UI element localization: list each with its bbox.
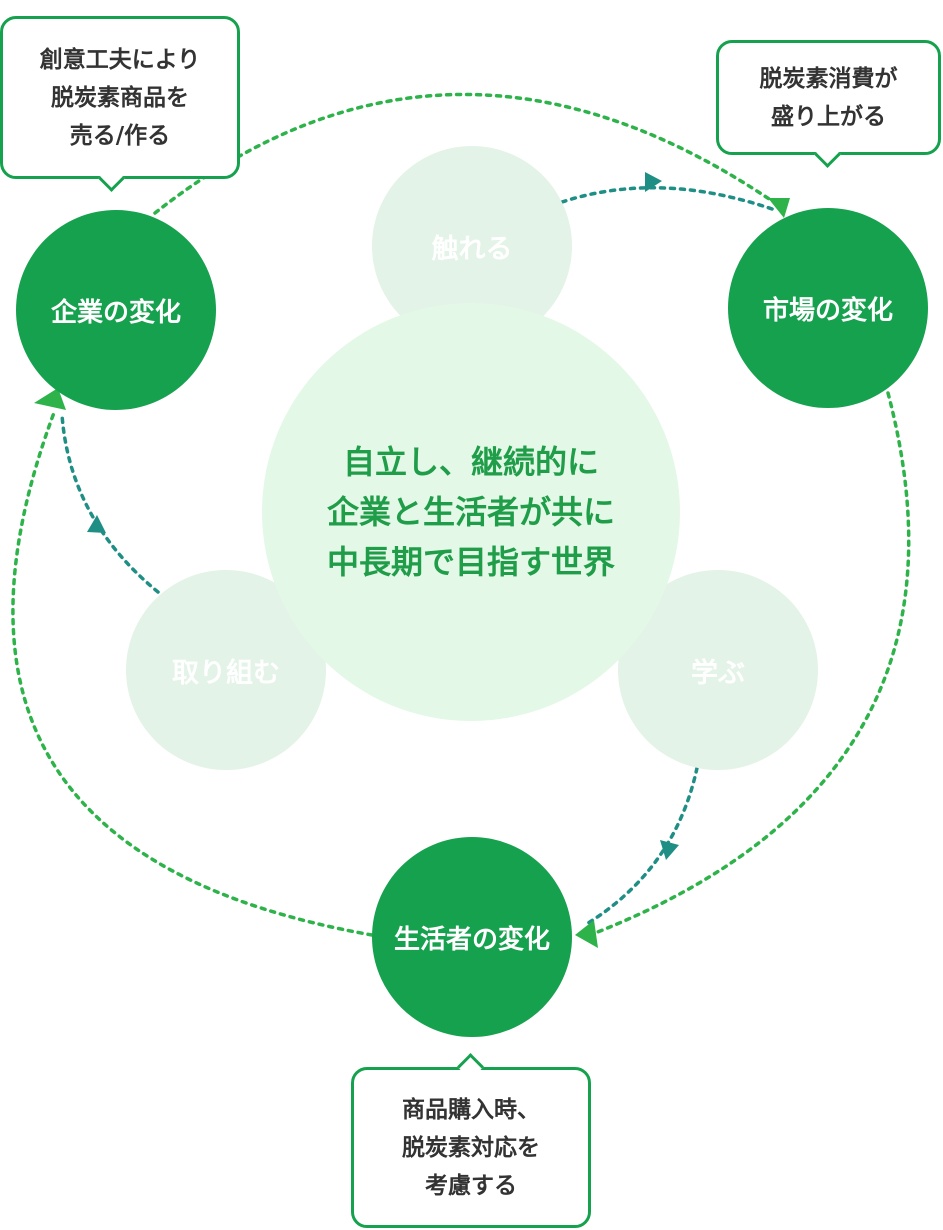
company-change: 企業の変化 [16,210,216,410]
arrow-engage-to-company [60,413,160,594]
arrowhead-touch-mid [645,172,662,192]
market-callout: 脱炭素消費が 盛り上がる [716,40,941,155]
arrow-learn-to-consumer [583,766,699,927]
arrowhead-company [34,388,66,410]
action-touch-label: 触れる [431,233,513,265]
consumer-change-label: 生活者の変化 [393,924,550,955]
consumer-callout-text: 商品購入時、 脱炭素対応を 考慮する [402,1096,540,1199]
action-learn-label: 学ぶ [691,657,745,689]
arrowhead-learn-mid [660,840,679,860]
market-callout-text: 脱炭素消費が 盛り上がる [759,65,898,130]
action-engage-label: 取り組む [172,657,280,689]
arrowhead-consumer [575,920,598,948]
center-goal: 自立し、継続的に 企業と生活者が共に 中長期で目指す世界 [262,303,680,721]
market-change: 市場の変化 [728,208,928,408]
arrowhead-market [768,198,790,218]
arrowhead-engage-mid [87,515,106,533]
arrow-touch-to-market [560,186,777,212]
arrow-consumer-to-company [11,408,374,937]
company-callout-text: 創意工夫により 脱炭素商品を 売る/作る [39,46,201,149]
market-change-label: 市場の変化 [762,295,893,326]
company-change-label: 企業の変化 [50,297,181,328]
consumer-change: 生活者の変化 [372,837,572,1037]
center-goal-text: 自立し、継続的に 企業と生活者が共に 中長期で目指す世界 [326,443,615,581]
consumer-callout: 商品購入時、 脱炭素対応を 考慮する [351,1067,591,1228]
company-callout: 創意工夫により 脱炭素商品を 売る/作る [0,16,240,179]
